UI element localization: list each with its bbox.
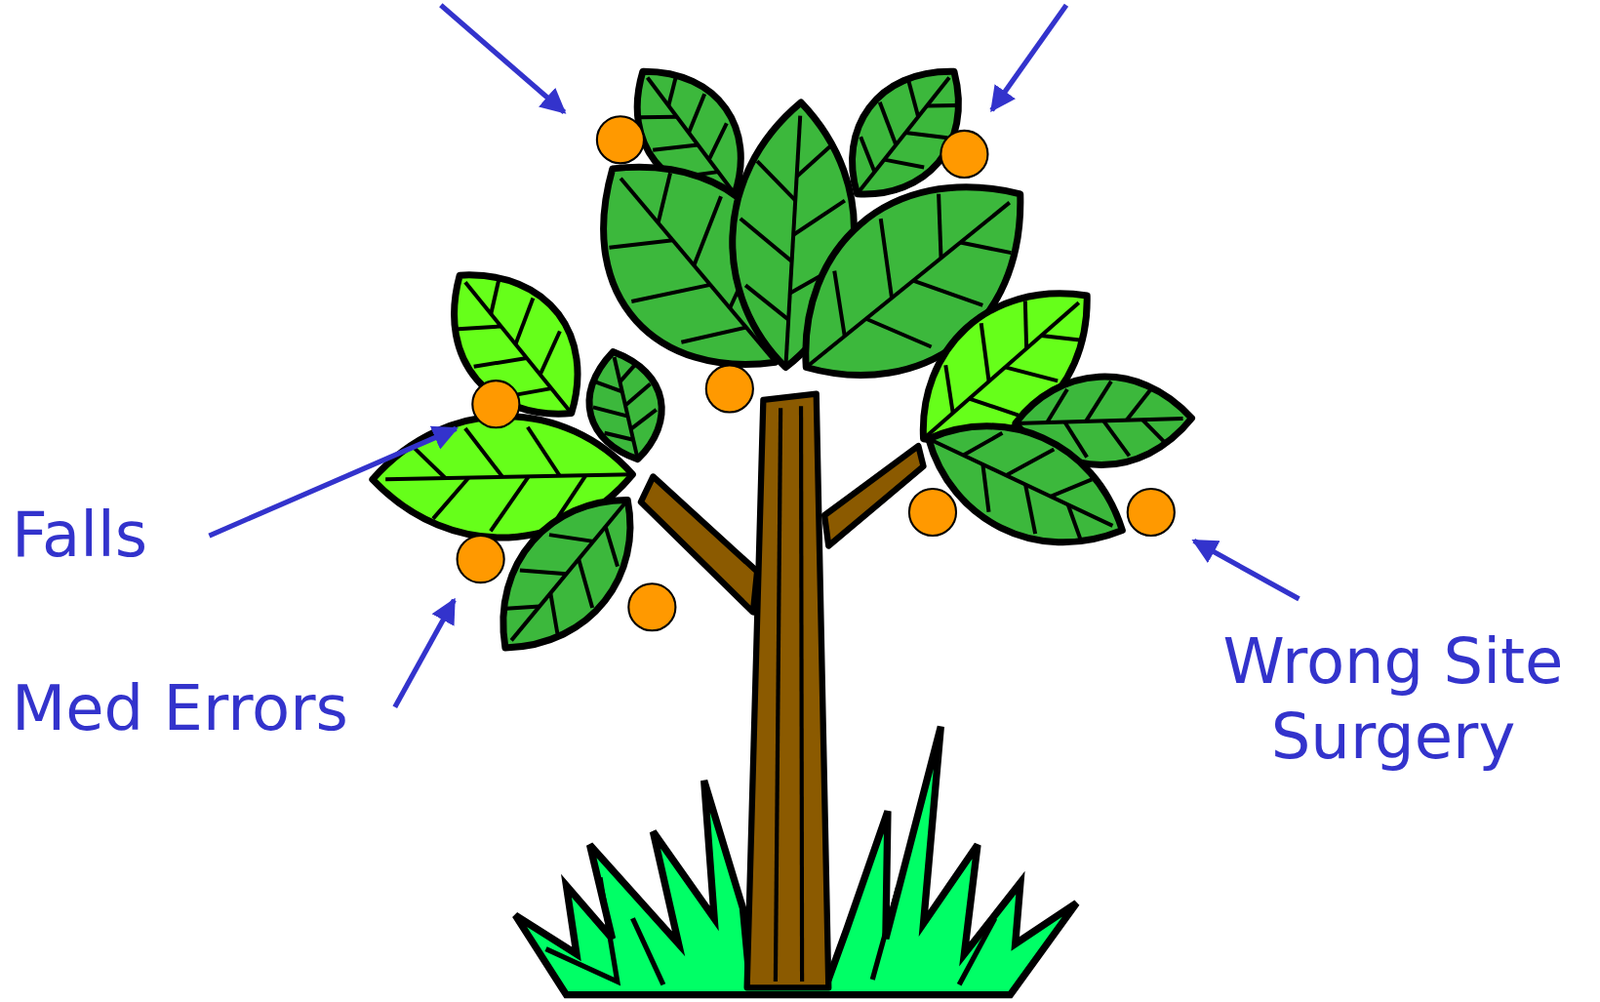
callout-label: Falls [11,503,148,566]
branch [824,445,923,546]
pointer-arrow [208,4,1299,708]
leaves [371,43,1194,678]
callout-label: Wrong Site Surgery [1198,624,1589,775]
trunk [747,394,830,989]
callout-label: Med Errors [11,677,349,740]
fruit [457,116,1175,631]
